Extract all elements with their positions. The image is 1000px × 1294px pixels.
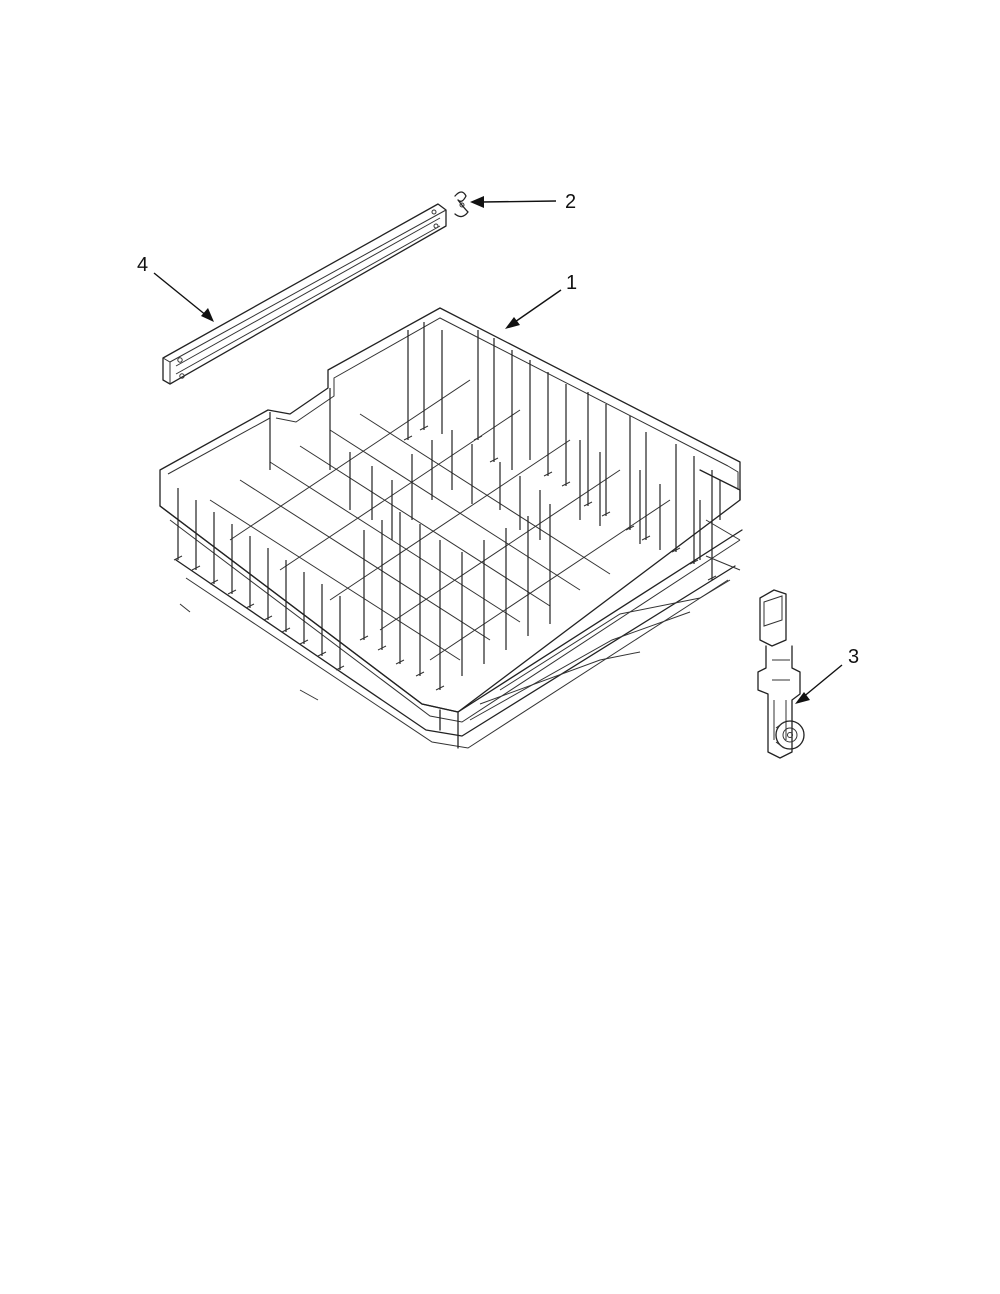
part-3-adjuster bbox=[757, 589, 805, 759]
callout-2: 2 bbox=[565, 191, 576, 213]
callout-1: 1 bbox=[566, 272, 577, 294]
leader-1 bbox=[505, 289, 562, 329]
callout-4: 4 bbox=[137, 254, 148, 276]
part-1-dishrack bbox=[159, 307, 743, 749]
leader-4 bbox=[153, 272, 214, 322]
part-4-rail bbox=[162, 203, 447, 385]
part-2-clip bbox=[454, 191, 469, 218]
leader-3 bbox=[795, 664, 843, 704]
callout-3: 3 bbox=[848, 646, 859, 668]
leader-2 bbox=[470, 196, 557, 208]
